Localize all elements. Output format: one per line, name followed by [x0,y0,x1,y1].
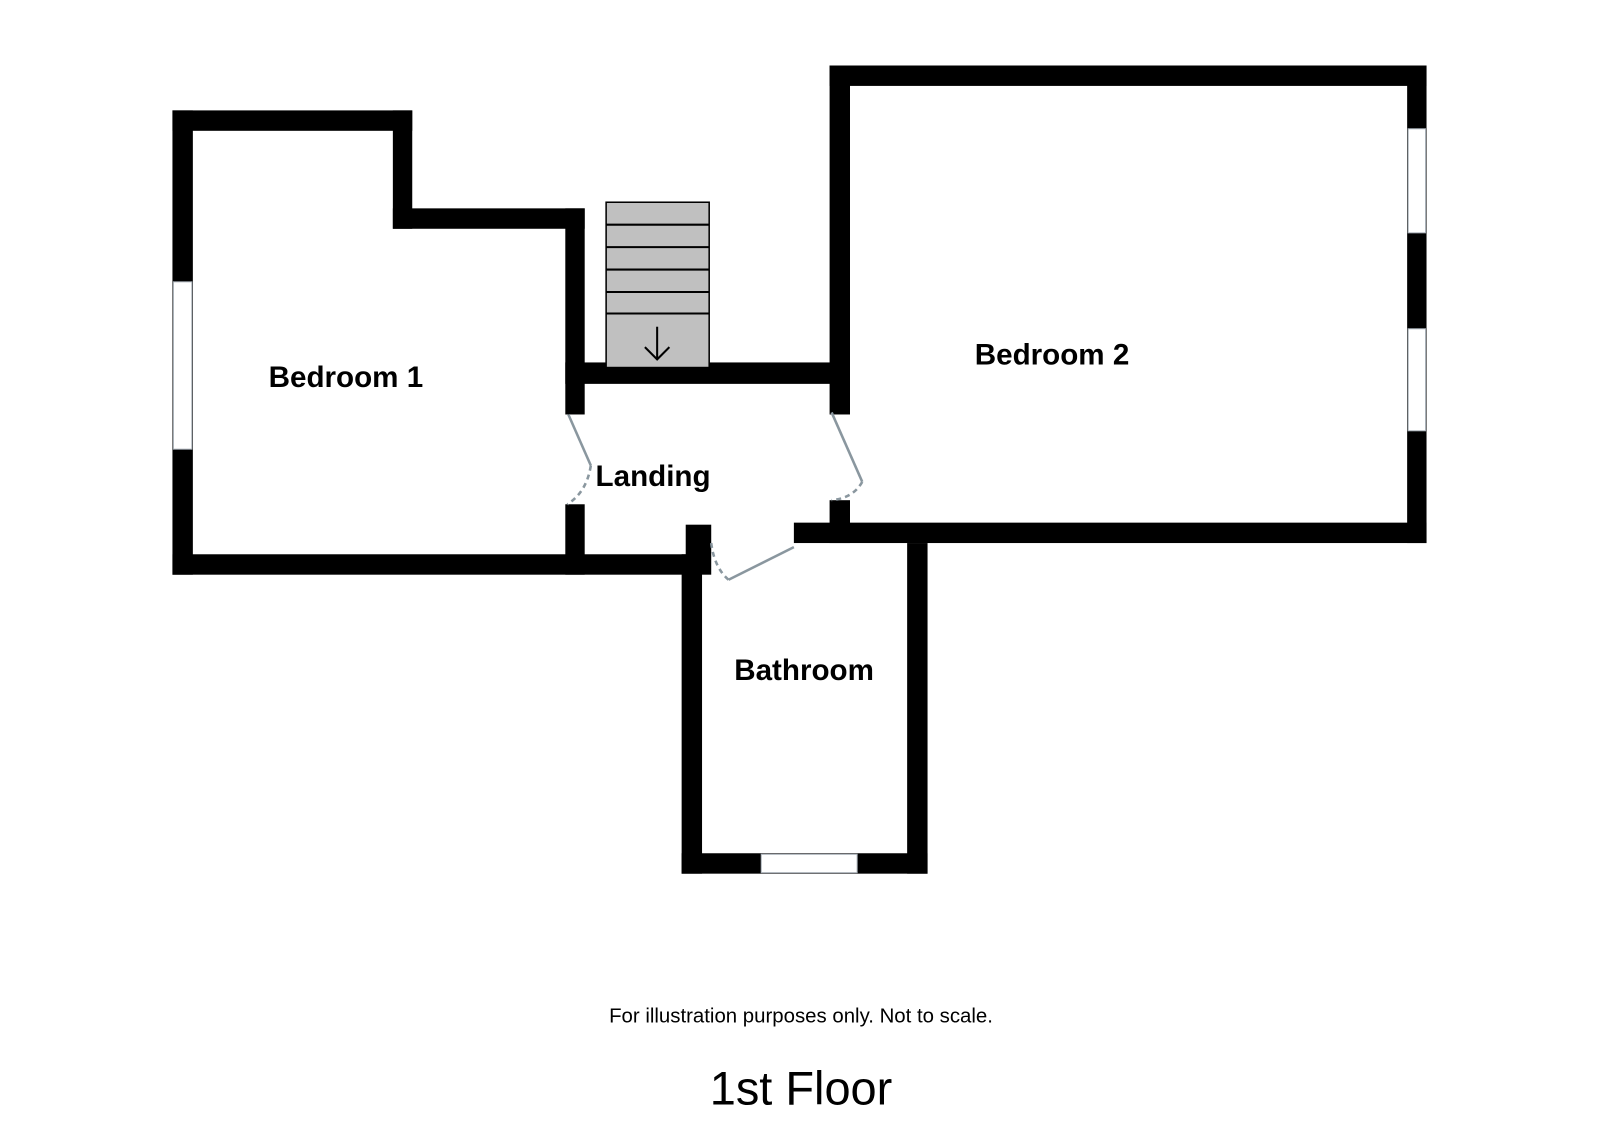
bedroom1-window [172,281,193,450]
bedroom1-step-wall [392,110,413,229]
bedroom2-left-wall [829,65,850,415]
floor-title: 1st Floor [710,1062,893,1114]
bedroom2-door [830,411,864,483]
room-labels: Bedroom 1 Bedroom 2 Landing Bathroom [269,338,1130,686]
room-label-bedroom2: Bedroom 2 [975,338,1130,371]
bathroom-left-wall [681,554,703,874]
bedroom1-door-swing [566,465,593,506]
bedroom2-door-swing [831,481,864,502]
room-label-bathroom: Bathroom [734,654,874,687]
staircase [605,201,710,369]
bedroom2-top-wall [829,65,1427,86]
room-label-bedroom1: Bedroom 1 [269,361,424,394]
bathroom-door-swing [709,542,730,581]
stairs-down-arrow-icon [644,326,671,361]
bathroom-right-wall [907,543,928,874]
windows [172,128,1427,874]
bedroom2-bottom-wall [793,522,1427,544]
bedroom1-upper-wall [392,208,585,229]
bedroom2-window-lower [1407,328,1427,432]
room-label-landing: Landing [596,460,711,493]
bedroom2-window-upper [1407,128,1427,234]
bedroom1-top-wall [172,110,413,131]
bathroom-window [760,853,858,874]
bedroom1-door [567,413,592,467]
doors [566,411,864,581]
walls [172,65,1427,874]
bedroom1-bottom-wall [172,554,703,575]
bathroom-door [728,545,795,581]
disclaimer-text: For illustration purposes only. Not to s… [609,1006,993,1028]
